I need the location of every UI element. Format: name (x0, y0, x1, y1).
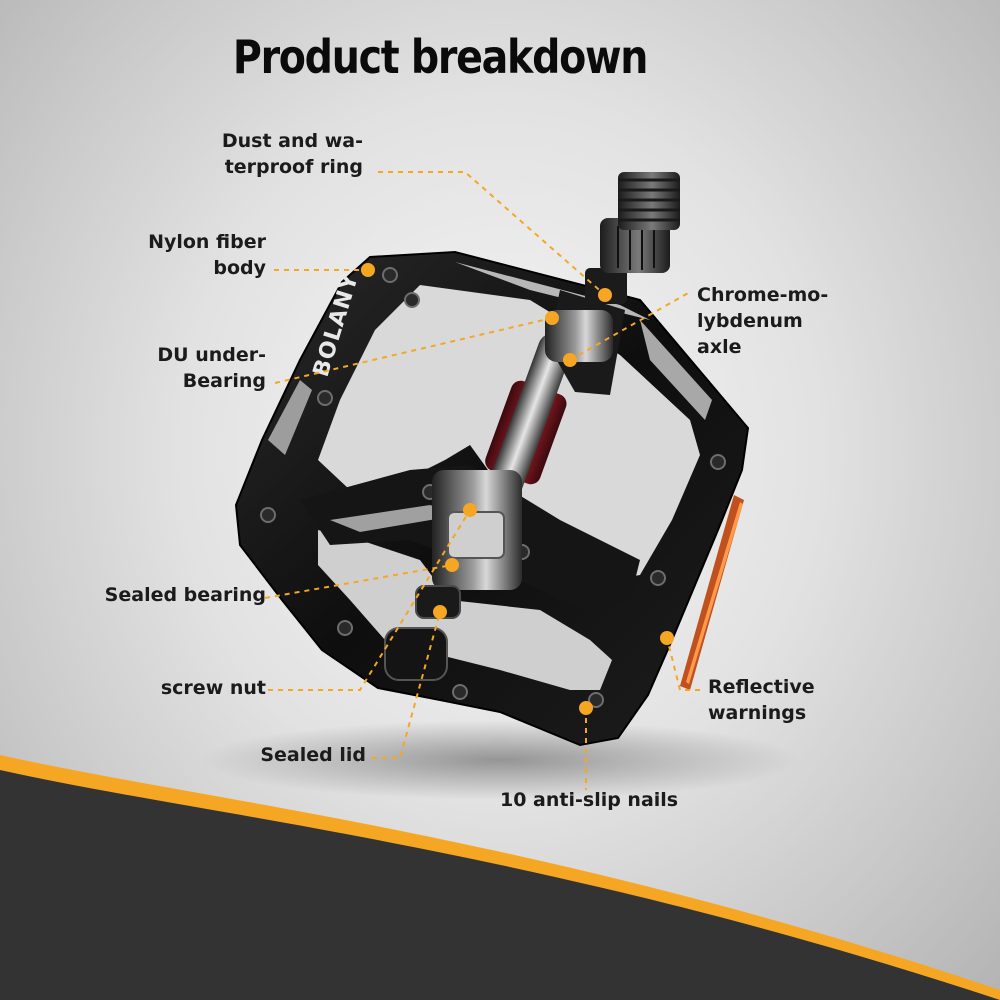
label-reflective: Reflective warnings (708, 676, 815, 724)
axle-shaft (486, 333, 572, 507)
bevel-right (640, 320, 712, 420)
frame-opening-bottom (318, 530, 612, 690)
reflector-highlight (686, 502, 743, 684)
bevel-left (268, 380, 312, 455)
leader-lines (264, 171, 700, 790)
label-sealed-bearing: Sealed bearing (104, 584, 266, 606)
label-axle: Chrome-mo- lybdenum axle (697, 284, 829, 358)
label-screw-nut: screw nut (160, 677, 266, 699)
sealed-bearing-core (447, 511, 505, 559)
dark-band (0, 770, 1000, 1000)
label-sealed-lid: Sealed lid (260, 744, 366, 766)
axle-thread-base (585, 268, 627, 304)
label-nylon-body: Nylon fiber body (148, 231, 266, 279)
page-title: Product breakdown (232, 30, 649, 84)
ground-shadow (200, 720, 800, 800)
label-dust-ring: Dust and wa- terproof ring (221, 130, 363, 178)
bevel-cross (330, 505, 460, 532)
label-du-bearing: DU under- Bearing (157, 344, 266, 392)
anti-slip-nails (260, 267, 726, 708)
sealed-lid-part (384, 627, 448, 681)
callout-dots (361, 263, 674, 715)
label-nails: 10 anti-slip nails (500, 789, 679, 811)
thread-lines (617, 224, 655, 270)
du-bearing-sleeve (545, 310, 613, 362)
thread-rings (618, 178, 680, 222)
